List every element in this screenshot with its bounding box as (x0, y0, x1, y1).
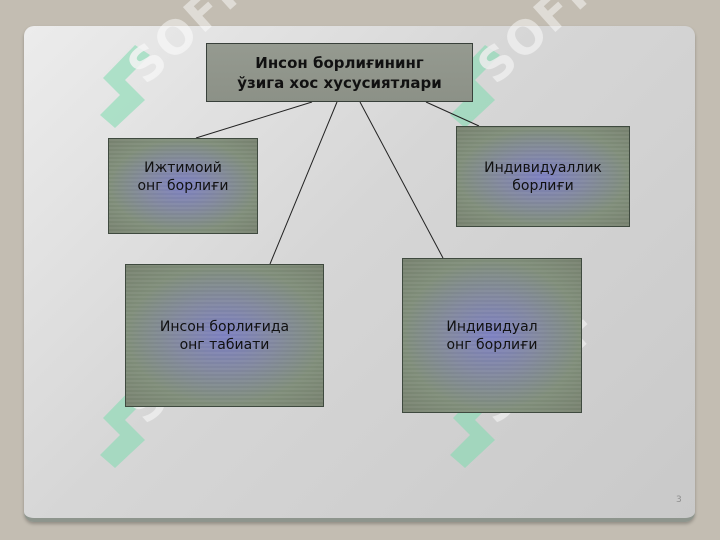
node-label: Индивидуал онг борлиғи (446, 318, 537, 354)
node-label-line2: борлиғи (512, 178, 574, 194)
node-label: Ижтимоий онг борлиғи (137, 159, 228, 195)
node-label: Индивидуаллик борлиғи (484, 159, 602, 195)
diagram-title-line1: Инсон борлиғининг (255, 53, 424, 72)
connector-title-individual (359, 101, 444, 259)
node-social-consciousness: Ижтимоий онг борлиғи (108, 138, 258, 234)
diagram-title-box: Инсон борлиғининг ўзига хос хусусиятлари (206, 43, 473, 102)
node-individual-consciousness: Индивидуал онг борлиғи (402, 258, 582, 413)
node-label-line1: Инсон борлиғида (159, 318, 290, 335)
node-label: Инсон борлиғида онг табиати (160, 318, 289, 354)
node-label-line2: онг табиати (179, 336, 270, 353)
node-label-line2: онг борлиғи (446, 336, 538, 353)
connector-title-social (195, 101, 313, 139)
node-label-line1: Индивидуаллик (484, 160, 602, 176)
diagram-title-line2: ўзига хос хусусиятлари (237, 73, 442, 92)
node-individuality-being: Индивидуаллик борлиғи (456, 126, 630, 227)
node-label-line1: Индивидуал (446, 318, 538, 335)
node-label-line2: онг борлиғи (137, 178, 229, 194)
connector-title-nature (269, 101, 338, 265)
connector-title-individuality (425, 101, 480, 127)
node-label-line1: Ижтимоий (144, 160, 222, 176)
node-consciousness-nature: Инсон борлиғида онг табиати (125, 264, 324, 407)
diagram-title: Инсон борлиғининг ўзига хос хусусиятлари (237, 53, 442, 93)
page-number: 3 (676, 495, 682, 505)
